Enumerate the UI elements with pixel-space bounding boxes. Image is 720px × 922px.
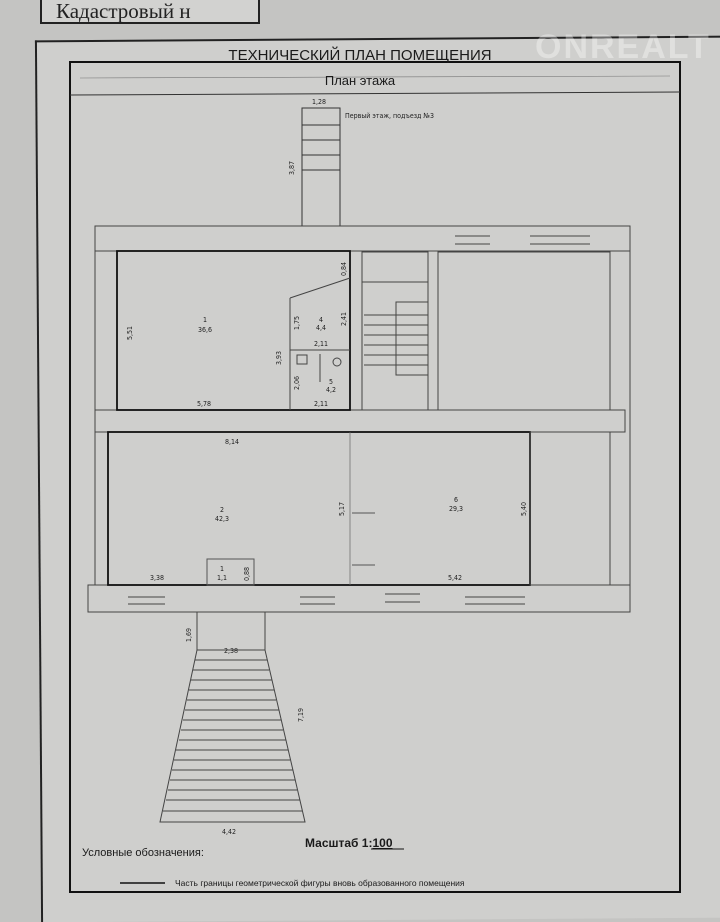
dim-stairs-length: 7,19 <box>297 708 305 722</box>
legend-item: Часть границы геометрической фигуры внов… <box>175 878 465 888</box>
dim-stair-length: 3,87 <box>288 161 296 175</box>
dim-porch-height: 1,69 <box>185 628 193 642</box>
room-small-number: 1 <box>220 565 224 573</box>
watermark: ONREALT <box>535 28 711 66</box>
stairwell <box>361 251 611 411</box>
dim-mid-height: 5,17 <box>338 502 346 516</box>
legend-title: Условные обозначения: <box>82 847 204 859</box>
dim-bottom-left: 3,38 <box>150 574 164 582</box>
dim-right-height: 5,40 <box>520 502 528 516</box>
room-small <box>206 558 255 586</box>
dim-wc-mid-width: 2,11 <box>314 340 328 348</box>
inner-frame <box>69 61 681 893</box>
dim-stair-width: 1,28 <box>312 98 326 106</box>
dim-wc-upper-right: 2,41 <box>340 312 348 326</box>
plan-subtitle: План этажа <box>325 73 396 88</box>
room-6-area: 29,3 <box>449 505 463 513</box>
room-small-area: 1,1 <box>217 574 227 582</box>
plan-title: ТЕХНИЧЕСКИЙ ПЛАН ПОМЕЩЕНИЯ <box>228 46 491 64</box>
dim-wc-upper-h: 1,75 <box>293 316 301 330</box>
dim-room1-offset: 0,84 <box>340 262 348 276</box>
header-divider <box>69 91 681 96</box>
room-6-number: 6 <box>454 496 458 504</box>
dim-bottom-right: 5,42 <box>448 574 462 582</box>
room-2-area: 42,3 <box>215 515 229 523</box>
room-1 <box>116 250 351 411</box>
scale-value: 100 <box>372 836 392 850</box>
room-1-number: 1 <box>203 316 207 324</box>
dim-room1-width: 5,78 <box>197 400 211 408</box>
room-4-number: 4 <box>319 316 323 324</box>
dim-hall-width: 8,14 <box>225 438 239 446</box>
dim-porch-width: 2,38 <box>224 647 238 655</box>
room-2-and-6 <box>107 431 531 586</box>
floor-note: Первый этаж, подъезд №3 <box>345 112 434 120</box>
dim-small-room: 0,88 <box>243 567 251 581</box>
dim-wc-lower-h: 2,06 <box>293 376 301 390</box>
wc-block <box>289 277 351 410</box>
dim-wc-height: 3,93 <box>275 351 283 365</box>
scale-prefix: Масштаб 1: <box>305 836 372 850</box>
room-1-area: 36,6 <box>198 326 212 334</box>
room-2-number: 2 <box>220 506 224 514</box>
room-5-number: 5 <box>329 378 333 386</box>
right-strip <box>529 431 611 586</box>
entrance-stairs <box>159 611 306 823</box>
dim-stairs-base: 4,42 <box>222 828 236 836</box>
walls <box>87 225 631 613</box>
dim-wc-lower-width: 2,11 <box>314 400 328 408</box>
title-divider <box>79 75 671 79</box>
room-5-area: 4,2 <box>326 386 336 394</box>
dim-room1-height: 5,51 <box>126 326 134 340</box>
top-stair <box>301 107 341 227</box>
cadastral-number-label: Кадастровый н <box>40 0 260 24</box>
room-4-area: 4,4 <box>316 324 326 332</box>
scale-label: Масштаб 1:100 <box>305 836 393 850</box>
